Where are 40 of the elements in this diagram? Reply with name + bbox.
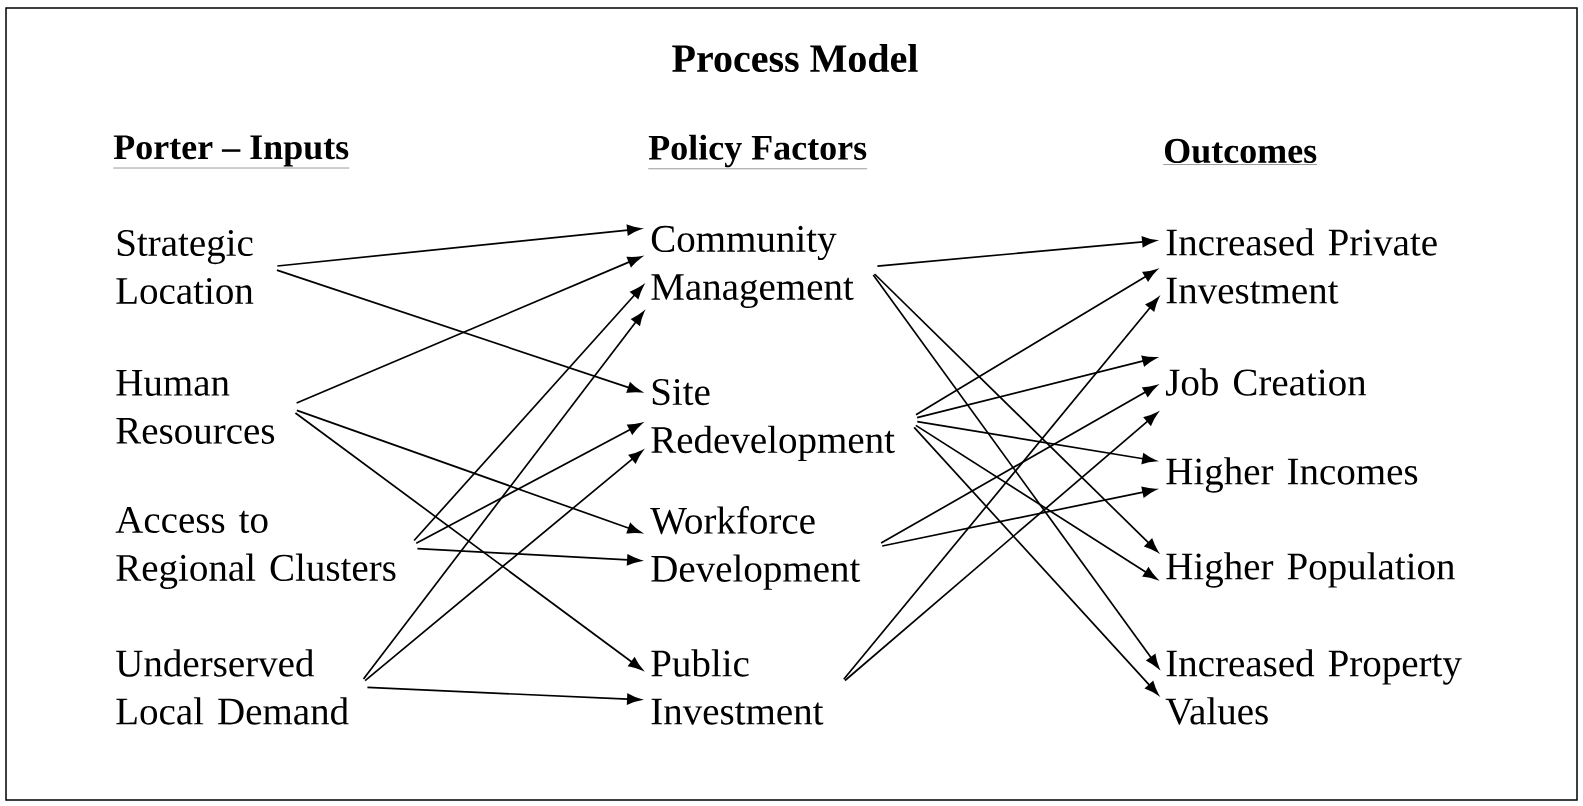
arrow — [844, 412, 1158, 682]
arrow — [296, 409, 642, 534]
factor-label: Higher Population — [1166, 552, 1455, 588]
factor-label: Workforce Development — [650, 506, 861, 590]
arrow — [913, 426, 1159, 696]
arrow — [916, 355, 1157, 419]
arrow — [295, 256, 642, 404]
arrow — [366, 686, 642, 705]
factor-label: Increased Private Investment — [1166, 228, 1437, 304]
factor-label: Access to Regional Clusters — [115, 506, 396, 590]
arrow — [880, 384, 1158, 544]
column-heading: Policy Factors — [648, 134, 868, 169]
factor-label: Strategic Location — [116, 229, 254, 305]
arrow — [415, 422, 643, 545]
arrow — [872, 274, 1160, 669]
arrow — [362, 311, 645, 680]
arrow — [915, 424, 1158, 580]
factor-label: Increased Property Values — [1165, 649, 1462, 725]
arrow — [413, 284, 644, 542]
title: Process Model — [672, 43, 918, 73]
column-heading: Porter – Inputs — [113, 135, 350, 169]
arrow — [276, 269, 642, 393]
arrow — [916, 420, 1157, 465]
factor-label: Community Management — [651, 225, 854, 309]
arrow — [915, 269, 1158, 416]
arrow — [294, 412, 643, 671]
arrow — [416, 547, 642, 566]
arrow — [842, 297, 1159, 681]
arrow — [876, 236, 1157, 267]
factor-label: Higher Incomes — [1166, 457, 1418, 493]
arrow — [364, 450, 643, 682]
column-heading: Outcomes — [1163, 138, 1318, 165]
factor-label: Underserved Local Demand — [116, 649, 349, 725]
factor-label: Public Investment — [651, 649, 824, 725]
arrow — [873, 273, 1159, 553]
factor-label: Job Creation — [1166, 368, 1367, 396]
arrow — [881, 486, 1157, 547]
factor-label: Human Resources — [116, 370, 275, 444]
factor-label: Site Redevelopment — [651, 378, 895, 462]
arrow — [276, 224, 642, 267]
